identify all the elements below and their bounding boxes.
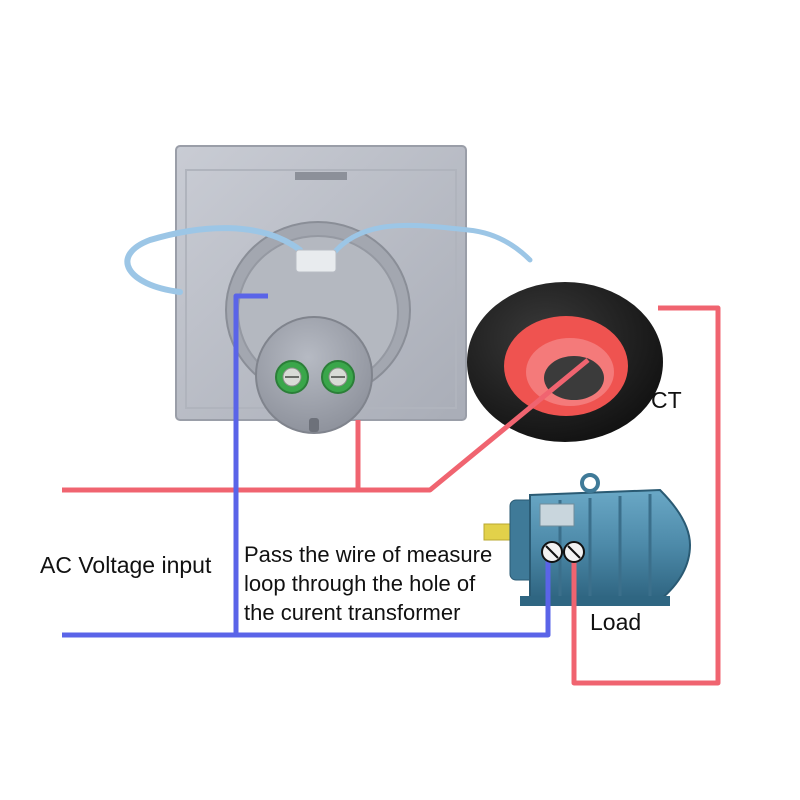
- pass-wire-line-3: the curent transformer: [244, 598, 492, 627]
- cable-connector: [296, 250, 336, 272]
- load-label: Load: [590, 609, 641, 636]
- meter-device: [176, 146, 466, 433]
- motor-icon: [484, 475, 690, 606]
- motor-nameplate: [540, 504, 574, 526]
- pass-wire-line-1: Pass the wire of measure: [244, 540, 492, 569]
- meter-top-slot: [295, 172, 347, 180]
- pass-wire-line-2: loop through the hole of: [244, 569, 492, 598]
- ac-voltage-input-label: AC Voltage input: [40, 552, 211, 579]
- motor-foot: [520, 596, 670, 606]
- ct-label: CT: [651, 387, 682, 414]
- meter-key-notch: [309, 418, 319, 432]
- current-transformer-icon: [467, 282, 663, 442]
- motor-lifting-eye: [582, 475, 598, 491]
- pass-wire-instruction: Pass the wire of measure loop through th…: [244, 540, 492, 627]
